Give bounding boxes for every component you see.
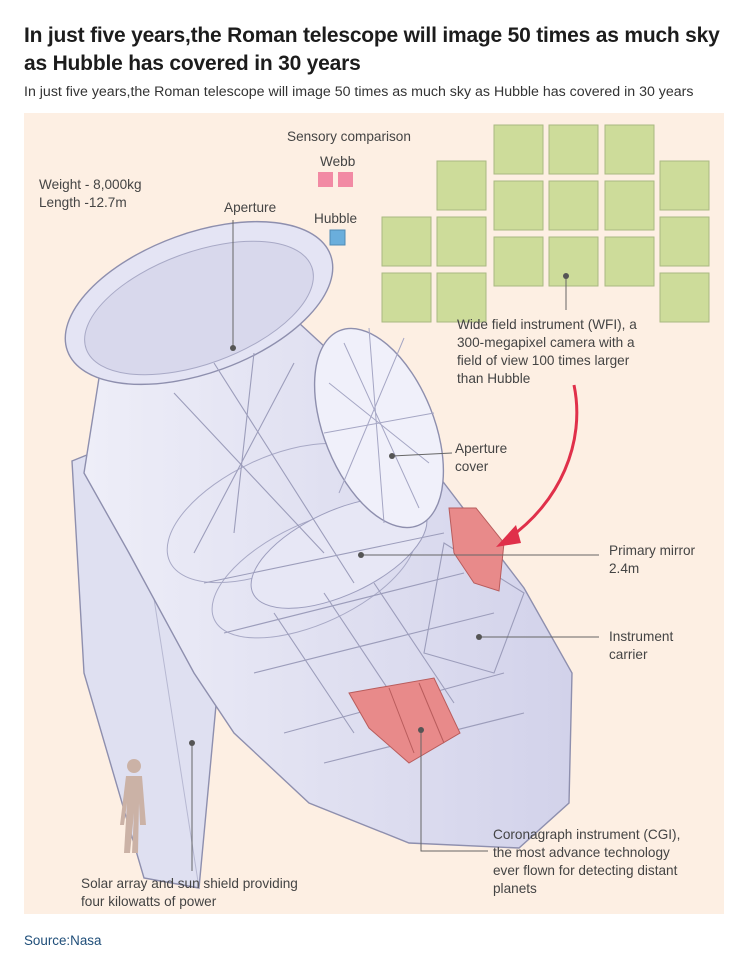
cgi-label-line4: planets (493, 881, 537, 896)
wfi-label-line1: Wide field instrument (WFI), a (457, 317, 637, 332)
aperture-cover (313, 327, 445, 529)
solar-array-label-line2: four kilowatts of power (81, 894, 217, 909)
cgi-highlight (348, 677, 461, 764)
source-note: Source:Nasa (24, 933, 102, 948)
primary-mirror-label-line2: 2.4m (609, 561, 640, 576)
aperture-cover-label-line2: cover (455, 459, 489, 474)
wfi-label-line3: field of view 100 times larger (457, 353, 630, 368)
solar-array-label-line1: Solar array and sun shield providing (81, 876, 298, 891)
illustration-panel: Weight - 8,000kg Length -12.7m Sensory c… (24, 113, 724, 914)
webb-label: Webb (320, 154, 356, 169)
callout-lines (191, 220, 599, 871)
page-title: In just five years,the Roman telescope w… (24, 24, 720, 75)
truss-structure (173, 352, 525, 764)
cgi-label-line1: Coronagraph instrument (CGI), (493, 827, 681, 842)
aperture-label: Aperture (224, 200, 277, 215)
page-subtitle: In just five years,the Roman telescope w… (24, 84, 694, 100)
length-label: Length -12.7m (39, 195, 127, 210)
cgi-label-line3: ever flown for detecting distant (493, 863, 678, 878)
human-scale-figure (120, 759, 146, 853)
instrument-carrier-label-line2: carrier (609, 647, 648, 662)
weight-label: Weight - 8,000kg (39, 177, 142, 192)
telescope-illustration (64, 124, 710, 889)
wfi-label-line4: than Hubble (457, 371, 531, 386)
instrument-carrier-label-line1: Instrument (609, 629, 674, 644)
wfi-highlight (448, 507, 505, 592)
aperture-cover-label-line1: Aperture (455, 441, 508, 456)
hubble-label: Hubble (314, 211, 358, 226)
webb-detector (338, 172, 353, 187)
cgi-label-line2: the most advance technology (493, 845, 670, 860)
roman-detector-grid (381, 124, 710, 323)
webb-detector (318, 172, 333, 187)
wfi-arrow (508, 384, 579, 540)
hubble-detector (329, 229, 346, 246)
primary-mirror-label-line1: Primary mirror (609, 543, 696, 558)
sensor-comparison-heading: Sensory comparison (287, 129, 411, 144)
wfi-label-line2: 300-megapixel camera with a (457, 335, 635, 350)
